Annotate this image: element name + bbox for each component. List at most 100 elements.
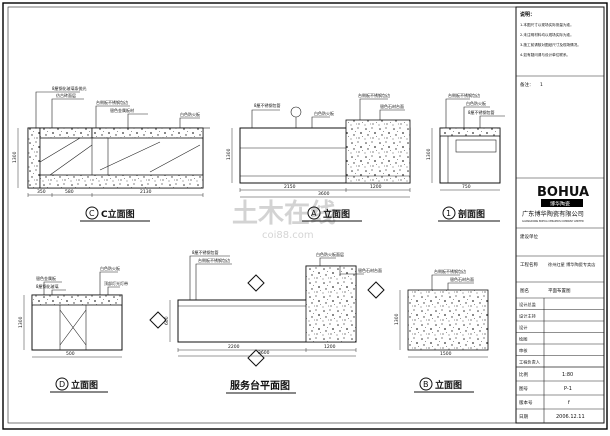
number-value: P-1 <box>564 386 572 392</box>
a-note-2: 白色防火板 <box>314 110 334 116</box>
section-1: 台侧板不锈钢包边 白色防火板 8厘不锈钢包管 750 1300 1 剖面图 <box>426 92 505 222</box>
title-block-row-label: 绘图 <box>519 336 527 343</box>
b-dim-height: 1300 <box>394 313 400 325</box>
a-note-4: 银色石材台面 <box>380 103 404 109</box>
note-1: 1.本图尺寸以现场实际测量为准。 <box>520 22 574 27</box>
note-2: 2.未注明材料均以现场实际为准。 <box>520 32 574 37</box>
a-dim-height: 1300 <box>226 148 232 160</box>
b-view-marker <box>419 377 433 391</box>
a-view-letter: A <box>311 209 317 218</box>
plan-note-2: 台侧板不锈钢包边 <box>198 257 230 263</box>
a-dim-1: 2150 <box>284 184 296 190</box>
drawing-label: 图名 <box>520 287 529 294</box>
c-dim-3: 2130 <box>140 189 152 195</box>
date-label: 日期 <box>519 414 528 420</box>
b-stone-block <box>407 289 489 351</box>
d-note-3: 白色防火板 <box>100 265 120 271</box>
sec-note-3: 8厘不锈钢包管 <box>468 109 495 115</box>
c-dim-2: 580 <box>65 189 74 195</box>
plan-dim-depth: 600 <box>164 316 170 325</box>
scale-value: 1:80 <box>562 372 573 378</box>
plan-view-title: 服务台平面图 <box>230 379 290 392</box>
plan-stone-block <box>305 265 357 343</box>
version-value: f <box>568 400 570 406</box>
number-label: 图号 <box>519 386 528 392</box>
remark-label: 备注： <box>520 81 534 88</box>
b-note-1: 台侧板不锈钢包边 <box>434 268 466 274</box>
c-note-2: 仿古砖面层 <box>56 92 76 98</box>
date-value: 2006.12.11 <box>556 414 585 420</box>
d-note-1: 银色金属板 <box>36 275 56 281</box>
sec-dim-height: 1300 <box>426 148 432 160</box>
company-name: 广东博华陶瓷有限公司 <box>522 210 584 218</box>
elevation-c: 8厘钢化玻璃条抛光 仿古砖面层 台侧板不锈钢包边 银色金属板材 白色防火板 35… <box>12 85 210 222</box>
client-label: 建设单位 <box>520 233 538 240</box>
title-block-row-label: 设计总监 <box>519 301 536 308</box>
project-name: 徐州红星 博华陶瓷专卖店 <box>548 261 595 268</box>
c-note-3: 台侧板不锈钢包边 <box>96 99 128 105</box>
sec-note-1: 台侧板不锈钢包边 <box>448 92 480 98</box>
b-view-title: 立面图 <box>435 379 462 391</box>
watermark-cn: 土木在线 <box>232 199 336 229</box>
plan-note-3: 白色防火板面层 <box>316 251 344 257</box>
note-4: 4.如有疑问请与设计单位联系。 <box>520 52 570 57</box>
note-3: 3.施工前请核对图纸尺寸及现场情况。 <box>520 42 581 47</box>
d-note-2: 8厘钢化玻璃 <box>36 283 59 289</box>
b-view-letter: B <box>423 380 429 389</box>
c-view-letter: C <box>89 209 95 218</box>
sec-view-letter: 1 <box>446 209 451 218</box>
a-dim-2: 1200 <box>370 184 382 190</box>
plan-section-marker-b <box>367 281 385 299</box>
d-dim-height: 1300 <box>18 316 24 328</box>
a-note-1: 8厘不锈钢包管 <box>254 102 281 108</box>
title-block-row-label: 审核 <box>519 347 528 354</box>
c-stone-plinth <box>39 174 204 189</box>
sec-view-title: 剖面图 <box>458 208 485 220</box>
plan-note-4: 银色石材台面 <box>358 267 382 273</box>
d-view-title: 立面图 <box>71 379 98 391</box>
plan-dim-1: 2200 <box>228 344 240 350</box>
title-block-row-label: 设计主持 <box>519 313 536 320</box>
a-note-3: 台侧板不锈钢包边 <box>358 92 390 98</box>
title-block-row-label: 工程负责人 <box>519 359 541 366</box>
d-view-letter: D <box>59 380 65 389</box>
notes-header: 说明： <box>520 11 535 18</box>
title-block: 说明： 1.本图尺寸以现场实际测量为准。 2.未注明材料均以现场实际为准。 3.… <box>515 6 605 424</box>
plan-section-marker-d <box>247 349 265 367</box>
brand-subtitle: 博华陶瓷 <box>550 201 570 208</box>
project-label: 工程名称 <box>520 261 538 268</box>
elevation-b: 台侧板不锈钢包边 银色石材台面 1500 1300 B 立面图 <box>394 268 489 393</box>
outer-frame <box>2 2 608 430</box>
b-note-2: 银色石材台面 <box>450 276 474 282</box>
plan-section-marker-a <box>247 274 265 292</box>
c-dim-1: 350 <box>37 189 46 195</box>
a-view-marker <box>307 206 321 220</box>
c-dim-height: 1300 <box>12 151 18 163</box>
version-label: 版本号 <box>519 399 533 406</box>
c-stone-top-right <box>91 127 204 139</box>
sec-dim-1: 750 <box>462 184 471 190</box>
c-note-4: 银色金属板材 <box>110 107 134 113</box>
plan-note-1: 8厘不锈钢包管 <box>192 249 219 255</box>
c-note-1: 8厘钢化玻璃条抛光 <box>52 85 87 91</box>
sec-top <box>439 127 501 137</box>
sec-note-2: 白色防火板 <box>466 100 486 106</box>
d-dim-1: 500 <box>66 351 75 357</box>
sec-view-marker <box>442 206 456 220</box>
elevation-a: 8厘不锈钢包管 白色防火板 台侧板不锈钢包边 银色石材台面 2150 1200 … <box>226 92 411 222</box>
c-note-5: 白色防火板 <box>180 111 200 117</box>
plan-dim-2: 1200 <box>324 344 336 350</box>
a-view-title: 立面图 <box>323 208 350 220</box>
plan-view: 8厘不锈钢包管 台侧板不锈钢包边 白色防火板面层 银色石材台面 2200 120… <box>149 249 385 394</box>
elevation-d: 银色金属板 8厘钢化玻璃 白色防火板 顶部灯光灯带 500 1300 D 立面图 <box>18 265 128 393</box>
c-stone-end-left <box>27 127 41 189</box>
brand-logo: BOHUA <box>537 185 589 200</box>
remark-value: 1 <box>540 82 543 88</box>
d-view-marker <box>55 377 69 391</box>
drawing-name: 平面布置图 <box>548 287 571 294</box>
watermark: 土木在线 coi88.com <box>232 199 336 241</box>
d-note-4: 顶部灯光灯带 <box>104 280 128 286</box>
